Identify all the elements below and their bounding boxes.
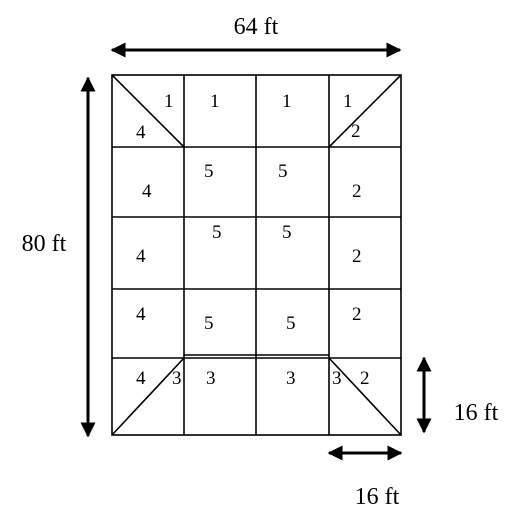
diagonal-top-right [328, 74, 402, 148]
diagonal-bottom-left [111, 357, 185, 436]
cell-height-label: 16 ft [454, 400, 499, 426]
cell-label: 5 [282, 222, 292, 243]
cell-label: 5 [278, 161, 288, 182]
cell-label: 5 [286, 313, 296, 334]
diagonal-top-left [111, 74, 185, 148]
cell-width-label: 16 ft [355, 484, 400, 510]
height-label: 80 ft [22, 231, 67, 257]
cell-label: 2 [352, 246, 362, 267]
cell-label: 3 [332, 368, 342, 389]
cell-label: 4 [136, 246, 146, 267]
cell-label: 5 [204, 161, 214, 182]
diagonal-bottom-right [328, 357, 402, 436]
cell-label: 3 [206, 368, 216, 389]
cell-label: 5 [212, 222, 222, 243]
cell-label: 5 [204, 313, 214, 334]
cell-label: 2 [352, 181, 362, 202]
cell-label: 1 [164, 91, 174, 112]
cell-label: 2 [360, 368, 370, 389]
cell-label: 4 [136, 304, 146, 325]
cell-label: 3 [172, 368, 182, 389]
cell-label: 1 [282, 91, 292, 112]
cell-label: 2 [351, 121, 361, 142]
cell-label: 4 [136, 368, 146, 389]
cell-label: 4 [142, 181, 152, 202]
cell-label: 1 [343, 91, 353, 112]
cell-label: 4 [136, 122, 146, 143]
cell-label: 2 [352, 304, 362, 325]
width-label: 64 ft [234, 14, 279, 40]
cell-label: 3 [286, 368, 296, 389]
cell-label: 1 [210, 91, 220, 112]
